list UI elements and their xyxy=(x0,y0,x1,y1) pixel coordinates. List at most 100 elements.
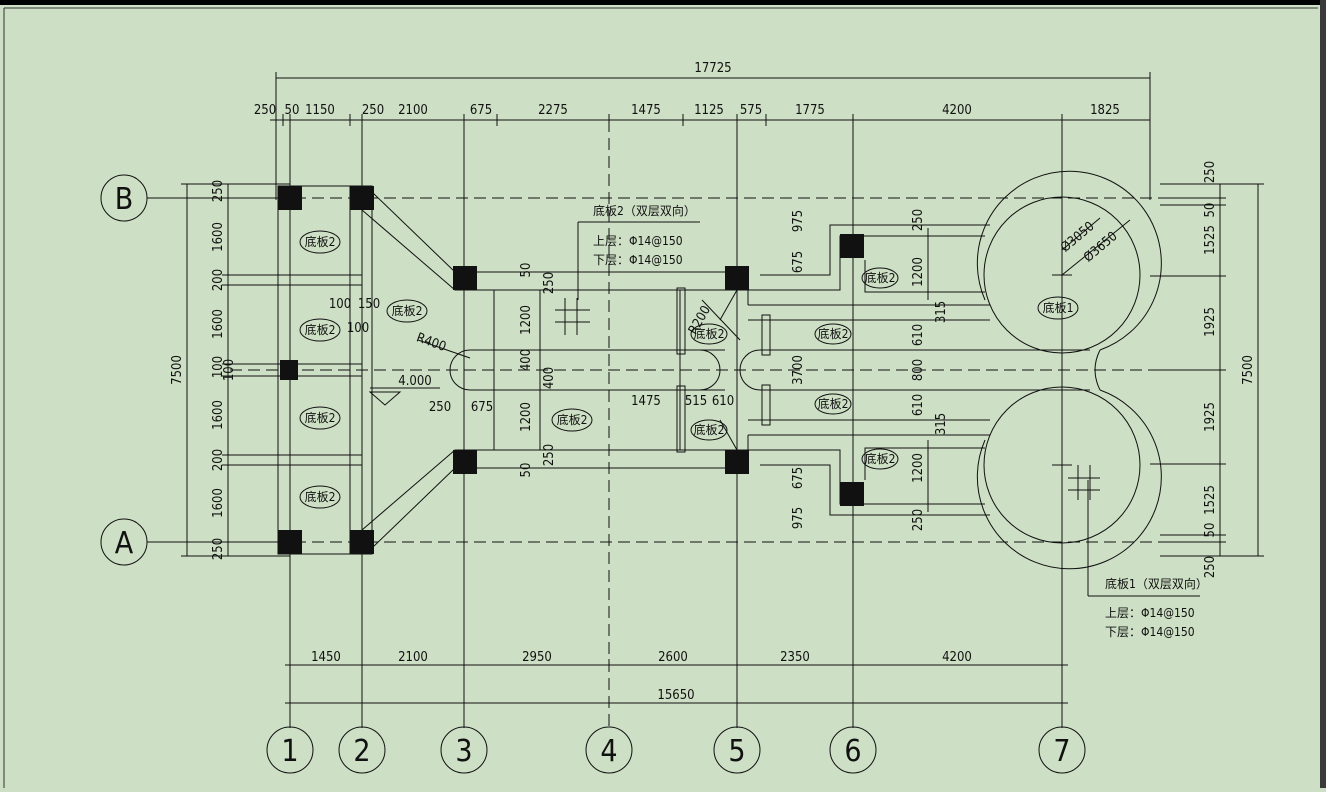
dim-inner-50-top: 50 xyxy=(519,263,534,278)
column xyxy=(278,186,302,210)
dim-inner-400-top: 400 xyxy=(519,349,534,371)
rebar-stack-lower xyxy=(676,385,686,453)
dim-right-5: 1925 xyxy=(1203,402,1218,432)
channel-lower-outer xyxy=(371,467,737,549)
label-r400: R400 xyxy=(414,330,448,355)
axis-label-2: 2 xyxy=(353,734,370,769)
dim-inner-100b: 100 xyxy=(347,321,369,336)
dim-top-2: 50 xyxy=(285,103,300,118)
dim-inner-1200-top: 1200 xyxy=(519,305,534,335)
dim-inner-400-bottom: 400 xyxy=(542,367,557,389)
dim-right-8: 250 xyxy=(1203,556,1218,578)
dim-right-7: 1525 xyxy=(1203,485,1218,515)
axis-bubble-3 xyxy=(440,726,488,774)
slab-tag: 底板2 xyxy=(305,489,336,504)
dim-right-overall: 7500 xyxy=(1241,355,1256,385)
axis-label-A: A xyxy=(115,526,134,561)
axis-bubble-2 xyxy=(338,726,386,774)
dim-inner-610-r2: 610 xyxy=(911,394,926,416)
axis-bubble-7 xyxy=(1038,726,1086,774)
slab-tag: 底板2 xyxy=(305,322,336,337)
dim-inner-1200-r2: 1200 xyxy=(911,453,926,483)
slab-tag: 底板2 xyxy=(305,410,336,425)
slab-tag-circle: 底板1 xyxy=(1043,300,1074,315)
axis-label-3: 3 xyxy=(455,734,472,769)
rebar-stack-upper xyxy=(676,287,686,355)
note1-top: 上层：Φ14@150 xyxy=(1105,606,1195,620)
dim-top-4: 250 xyxy=(362,103,384,118)
note1-bottom: 下层：Φ14@150 xyxy=(1105,625,1195,639)
dim-bottom-4: 2600 xyxy=(658,650,688,665)
dim-inner-315-r2: 315 xyxy=(934,413,949,435)
dim-top-9: 1125 xyxy=(694,103,724,118)
dim-inner-675-top: 675 xyxy=(791,251,806,273)
note2-bottom: 下层：Φ14@150 xyxy=(593,253,683,267)
column xyxy=(725,266,749,290)
axis-bubble-4 xyxy=(585,726,633,774)
dim-inner-675-bottom: 675 xyxy=(791,467,806,489)
dim-inner-250-r1: 250 xyxy=(911,209,926,231)
dim-left-6: 100 xyxy=(222,359,237,381)
axis-label-7: 7 xyxy=(1053,734,1070,769)
dim-left-7: 1600 xyxy=(211,400,226,430)
dim-inner-800: 800 xyxy=(911,359,926,381)
top-chain-ticks xyxy=(275,114,1151,126)
dim-left-overall: 7500 xyxy=(170,355,185,385)
dim-bottom-3: 2950 xyxy=(522,650,552,665)
slab-tag-clouds xyxy=(299,230,1079,509)
slab-tag: 底板2 xyxy=(865,451,896,466)
tank-lower-outer xyxy=(976,389,1162,570)
elevation-value: 4.000 xyxy=(398,374,431,389)
slab-tag: 底板2 xyxy=(818,396,849,411)
dim-left-9: 1600 xyxy=(211,488,226,518)
axis-bubble-6 xyxy=(829,726,877,774)
column xyxy=(280,360,298,380)
note1-title: 底板1（双层双向） xyxy=(1105,576,1208,591)
slab-tag: 底板2 xyxy=(865,270,896,285)
slab-tag: 底板2 xyxy=(392,303,423,318)
tank-upper-outer xyxy=(976,170,1162,351)
column xyxy=(725,450,749,474)
dim-top-5: 2100 xyxy=(398,103,428,118)
column xyxy=(278,530,302,554)
dim-inner-1200-r1: 1200 xyxy=(911,257,926,287)
top-frame-bar xyxy=(0,0,1326,5)
column xyxy=(350,186,374,210)
note2-title: 底板2（双层双向） xyxy=(593,203,696,218)
axis-label-6: 6 xyxy=(844,734,861,769)
dim-right-3: 50 xyxy=(1203,203,1218,218)
axis-bubble-5 xyxy=(713,726,761,774)
bottom-chain-ticks xyxy=(289,659,1063,709)
dim-inner-3700: 3700 xyxy=(791,355,806,385)
dim-top-10: 575 xyxy=(740,103,762,118)
dim-inner-250-top: 250 xyxy=(542,272,557,294)
dim-top-8: 1475 xyxy=(631,103,661,118)
axis-label-B: B xyxy=(115,182,134,217)
dim-inner-515: 515 xyxy=(685,394,707,409)
slab-tag: 底板2 xyxy=(557,412,588,427)
dim-left-10: 250 xyxy=(211,538,226,560)
column xyxy=(840,234,864,258)
dim-overall-top: 17725 xyxy=(694,61,731,76)
dim-inner-610: 610 xyxy=(712,394,734,409)
dim-inner-315-r1: 315 xyxy=(934,301,949,323)
dia-leader-3650 xyxy=(1061,219,1131,276)
dim-inner-250-r2: 250 xyxy=(911,509,926,531)
dim-left-3: 200 xyxy=(211,269,226,291)
dim-top-6: 675 xyxy=(470,103,492,118)
dim-bottom-1: 1450 xyxy=(311,650,341,665)
dim-top-12: 4200 xyxy=(942,103,972,118)
dim-inner-975-top: 975 xyxy=(791,210,806,232)
dim-overall-bottom: 15650 xyxy=(657,688,694,703)
dim-top-1: 250 xyxy=(254,103,276,118)
dim-right-4: 1925 xyxy=(1203,307,1218,337)
dim-top-7: 2275 xyxy=(538,103,568,118)
rebar-symbol-tank xyxy=(1068,465,1100,500)
frame-outline xyxy=(277,185,373,555)
elevation-symbol xyxy=(368,391,402,406)
right-chain-ticks xyxy=(1150,183,1264,557)
slab-tag: 底板2 xyxy=(694,422,725,437)
dim-inner-50-bottom: 50 xyxy=(519,463,534,478)
